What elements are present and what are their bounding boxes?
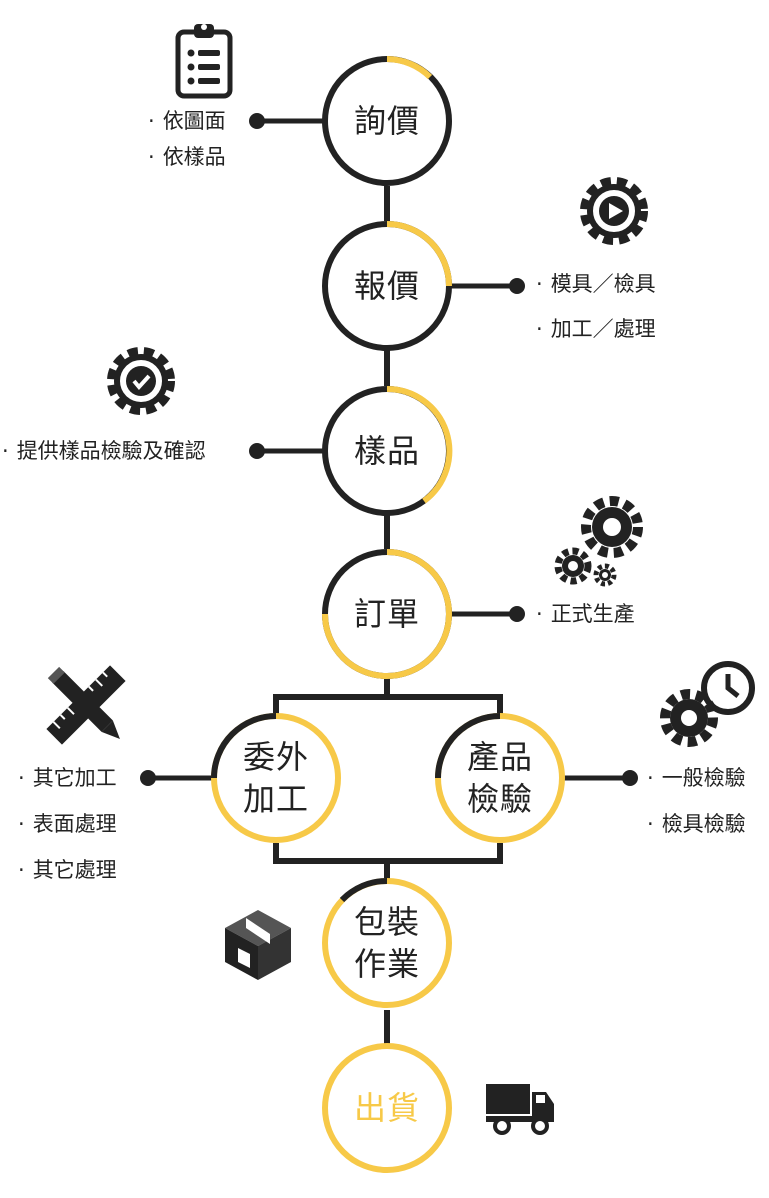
connector-split-branch — [273, 694, 503, 716]
gears-icon — [554, 496, 643, 587]
gear-clock-icon — [660, 661, 755, 747]
note-inquiry-1: ·依圖面 — [148, 109, 226, 133]
stage-label-outsource: 委外加工 — [242, 738, 309, 818]
note-outsource-2: ·表面處理 — [18, 812, 117, 836]
stage-label-inspection: 產品檢驗 — [466, 738, 533, 818]
flow-connectors — [273, 186, 503, 1045]
stage-circle-shipping — [322, 1043, 452, 1173]
ruler-pencil-icon — [46, 665, 126, 745]
stage-label-shipping: 出貨 — [353, 1089, 420, 1127]
note-inspection-2: ·檢具檢驗 — [647, 812, 746, 836]
stage-label-sample: 樣品 — [353, 432, 420, 470]
note-inquiry-2: ·依樣品 — [148, 145, 226, 169]
box-icon — [225, 910, 291, 980]
note-outsource-3: ·其它處理 — [18, 858, 117, 882]
gear-play-icon — [580, 177, 648, 245]
stage-label-quote: 報價 — [353, 267, 420, 305]
truck-icon — [486, 1084, 554, 1135]
clipboard-list-icon — [175, 24, 233, 99]
note-outsource-1: ·其它加工 — [18, 766, 117, 790]
note-quote-1: ·模具／檢具 — [536, 272, 656, 296]
note-sample-1: ·提供樣品檢驗及確認 — [2, 439, 206, 463]
connector-join-branch — [273, 843, 503, 864]
stage-label-order: 訂單 — [353, 595, 420, 633]
note-connectors — [148, 118, 630, 781]
note-inspection-1: ·一般檢驗 — [647, 766, 746, 790]
stage-label-inquiry: 詢價 — [353, 102, 420, 140]
note-quote-2: ·加工／處理 — [536, 317, 656, 341]
stage-circles — [211, 56, 565, 1173]
gear-check-icon — [107, 347, 175, 415]
stage-label-packing: 包裝作業 — [353, 903, 420, 983]
note-dots — [140, 113, 638, 786]
note-order-1: ·正式生產 — [536, 602, 635, 626]
